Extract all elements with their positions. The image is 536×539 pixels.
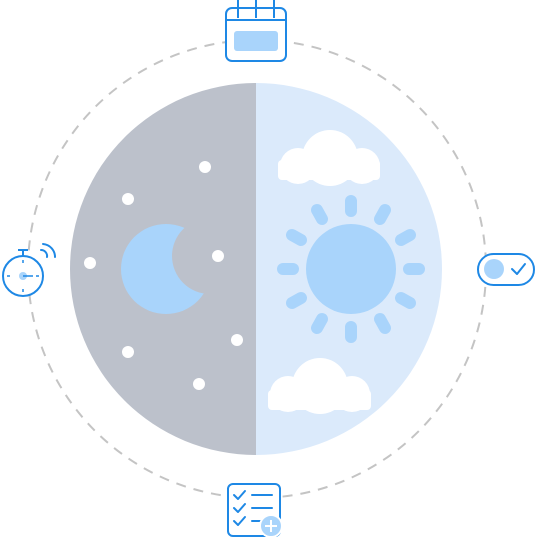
star-icon xyxy=(199,161,211,173)
star-icon xyxy=(231,334,243,346)
star-icon xyxy=(122,193,134,205)
moon-icon xyxy=(121,224,211,314)
star-icon xyxy=(122,346,134,358)
checklist-add-icon xyxy=(227,483,283,538)
cloud-icon xyxy=(278,130,380,186)
cloud-icon xyxy=(268,358,371,414)
stars xyxy=(84,161,243,390)
toggle-switch-icon xyxy=(477,253,535,286)
star-icon xyxy=(212,250,224,262)
star-icon xyxy=(193,378,205,390)
sun-icon xyxy=(277,195,425,343)
star-icon xyxy=(84,257,96,269)
calendar-icon xyxy=(225,0,287,62)
stopwatch-icon xyxy=(2,243,57,297)
